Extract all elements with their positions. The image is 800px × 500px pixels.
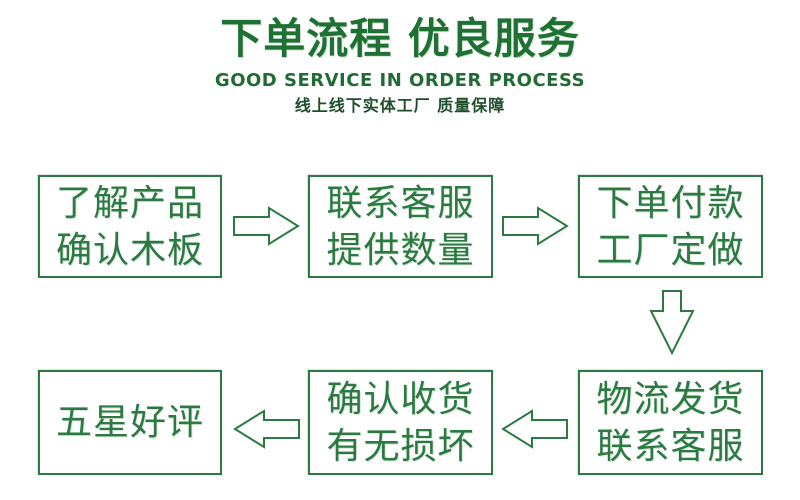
step-line: 下单付款 [596,182,745,224]
flow-step-logistics-ship: 物流发货 联系客服 [578,370,763,475]
arrow-right-icon [233,206,300,246]
flow-step-understand-product: 了解产品 确认木板 [38,175,222,278]
arrow-left-icon [233,409,300,449]
subtitle-english: GOOD SERVICE IN ORDER PROCESS [214,70,586,91]
step-line: 联系客服 [326,182,475,224]
step-line: 工厂定做 [596,229,745,271]
flow-step-place-order-pay: 下单付款 工厂定做 [578,175,763,278]
arrow-down-icon [649,290,695,355]
step-line: 确认木板 [55,229,204,271]
step-line: 联系客服 [596,425,745,467]
step-line: 五星好评 [55,402,204,443]
page-title: 下单流程 优良服务 [220,14,580,63]
flow-step-contact-service: 联系客服 提供数量 [308,175,493,278]
flow-step-five-star-review: 五星好评 [38,370,222,475]
step-line: 有无损坏 [326,425,475,467]
step-line: 物流发货 [596,378,745,420]
subtitle-chinese: 线上线下实体工厂 质量保障 [294,96,506,115]
step-line: 提供数量 [326,229,475,271]
arrow-right-icon [502,206,569,246]
arrow-left-icon [501,409,568,449]
flow-step-confirm-receipt: 确认收货 有无损坏 [308,370,493,475]
step-line: 确认收货 [326,378,475,420]
step-line: 了解产品 [55,182,204,224]
